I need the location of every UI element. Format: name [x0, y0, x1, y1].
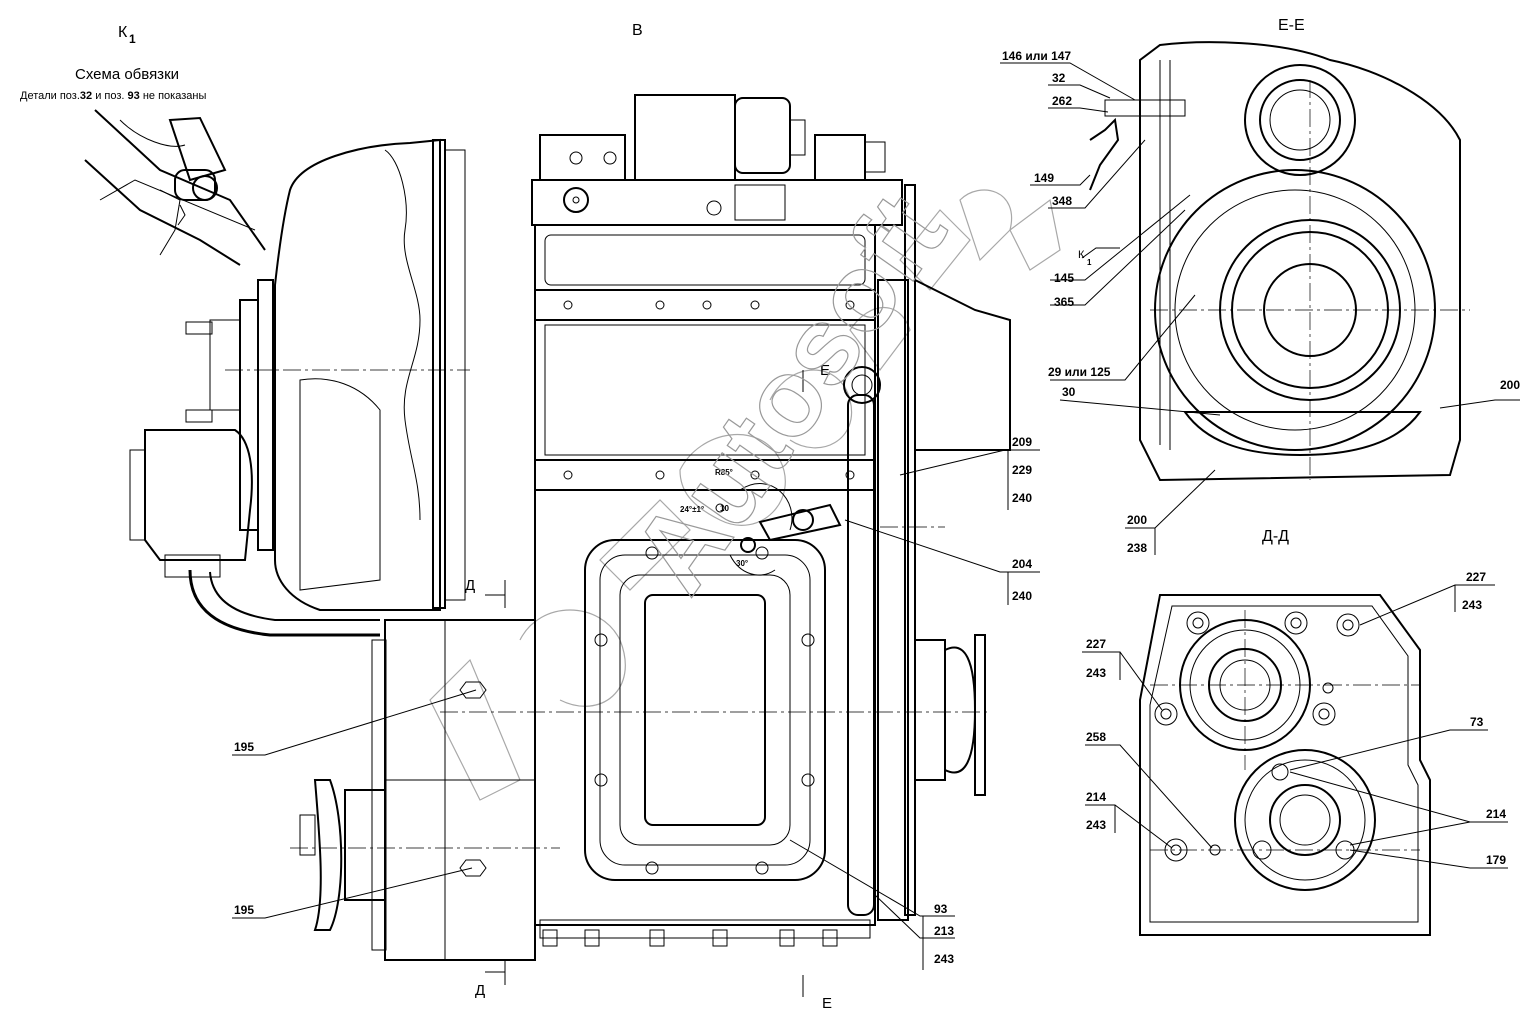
callout-262: 262	[1052, 94, 1072, 108]
callout-145: 145	[1054, 271, 1074, 285]
callout-348: 348	[1052, 194, 1072, 208]
view-k1-subscript: 1	[129, 32, 136, 46]
callout-195-upper: 195	[234, 740, 254, 754]
view-b-title: В	[632, 22, 643, 39]
callout-73: 73	[1470, 715, 1484, 729]
callout-146-or-147: 146 или 147	[1002, 49, 1071, 63]
callout-32: 32	[1052, 71, 1066, 85]
cut-e-bottom: Е	[822, 995, 832, 1012]
callout-240-lower: 240	[1012, 589, 1032, 603]
section-ee-title: Е-Е	[1278, 17, 1305, 34]
callout-179: 179	[1486, 853, 1506, 867]
callout-214-right: 214	[1486, 807, 1506, 821]
callout-229: 229	[1012, 463, 1032, 477]
callout-227-left: 227	[1086, 637, 1106, 651]
k1-detail	[84, 109, 266, 266]
callout-213: 213	[934, 924, 954, 938]
callout-204: 204	[1012, 557, 1032, 571]
dim-angle-1: 24°±1°	[680, 505, 704, 514]
dim-small-number: 10	[720, 504, 729, 513]
callout-243-left: 243	[1086, 666, 1106, 680]
callout-200-bottom: 200	[1127, 513, 1147, 527]
section-ee	[1000, 41, 1520, 555]
callout-238: 238	[1127, 541, 1147, 555]
callout-30: 30	[1062, 385, 1076, 399]
section-dd	[1082, 584, 1508, 936]
callout-214-left: 214	[1086, 790, 1106, 804]
dim-radius: R85°	[715, 468, 733, 477]
callout-195-lower: 195	[234, 903, 254, 917]
callout-365: 365	[1054, 295, 1074, 309]
cut-d-bottom: Д	[475, 982, 485, 999]
callout-93: 93	[934, 902, 948, 916]
callout-29-or-125: 29 или 125	[1048, 365, 1111, 379]
callout-149: 149	[1034, 171, 1054, 185]
view-k1-title: К	[118, 24, 128, 41]
callout-209: 209	[1012, 435, 1032, 449]
cut-k1-subscript: 1	[1087, 258, 1092, 267]
callout-258: 258	[1086, 730, 1106, 744]
callout-240-upper: 240	[1012, 491, 1032, 505]
cut-e-top: Е	[820, 362, 830, 379]
cut-d-mid: Д	[465, 577, 475, 594]
cut-k1-letter: К	[1078, 249, 1085, 261]
callout-200-right: 200	[1500, 378, 1520, 392]
scheme-note: Детали поз.32 и поз. 93 не показаны	[20, 90, 206, 102]
main-view-b: R85° 24°±1° 30° 10 Е Е Д Д	[129, 94, 1040, 1012]
callout-243-right: 243	[1462, 598, 1482, 612]
callout-243: 243	[934, 952, 954, 966]
callout-227-right: 227	[1466, 570, 1486, 584]
scheme-title: Схема обвязки	[75, 66, 179, 83]
section-dd-title: Д-Д	[1262, 528, 1289, 545]
dim-angle-2: 30°	[736, 559, 748, 568]
callout-243-lower: 243	[1086, 818, 1106, 832]
